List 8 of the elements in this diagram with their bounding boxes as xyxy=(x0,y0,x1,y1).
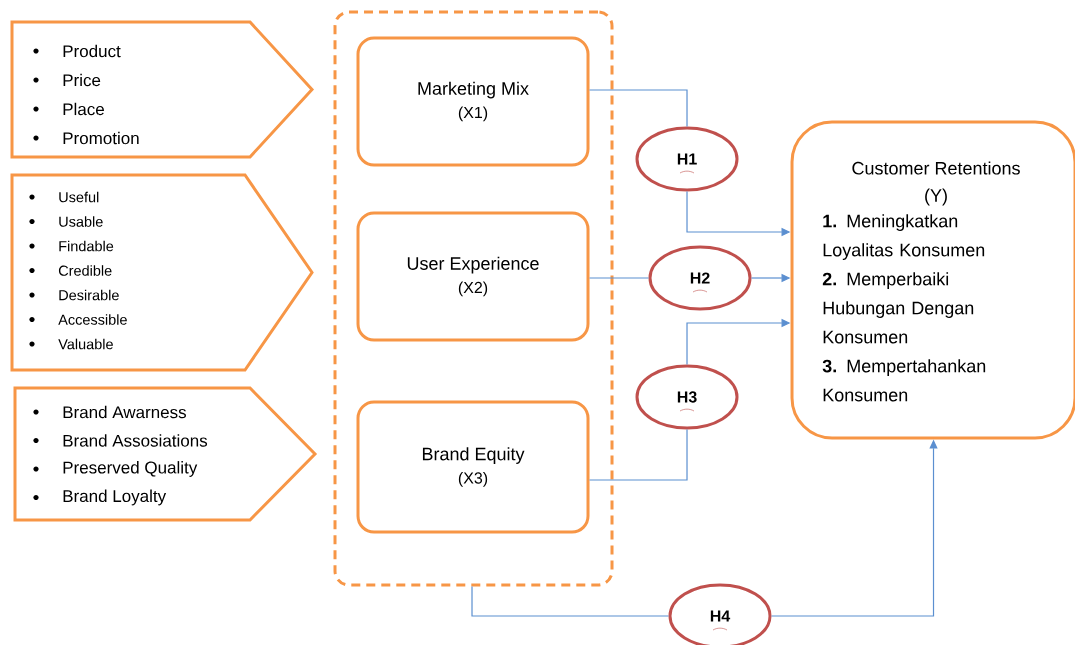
variable-box: Marketing Mix (X1) xyxy=(356,36,590,167)
dashed-group-box xyxy=(333,10,614,587)
arrow-shaped-list-box: Useful Usable Findable Credible Desirable Accessible Valuable xyxy=(10,173,314,372)
outcome-box: Customer Retentions (Y) 1. Meningkatkan Loyalitas Konsumen 2. Memperbaiki Hubungan Dengan Konsumen 3. Mempertahankan Konsumen xyxy=(790,120,1075,440)
variable-box: User Experience (X2) xyxy=(356,211,590,342)
arrow-shaped-list-box: Brand Awarness Brand Assosiations Preserved Quality Brand Loyalty xyxy=(13,386,318,522)
arrow-shaped-list-box: Product Price Place Promotion xyxy=(10,20,315,159)
variable-box: Brand Equity (X3) xyxy=(356,400,590,534)
